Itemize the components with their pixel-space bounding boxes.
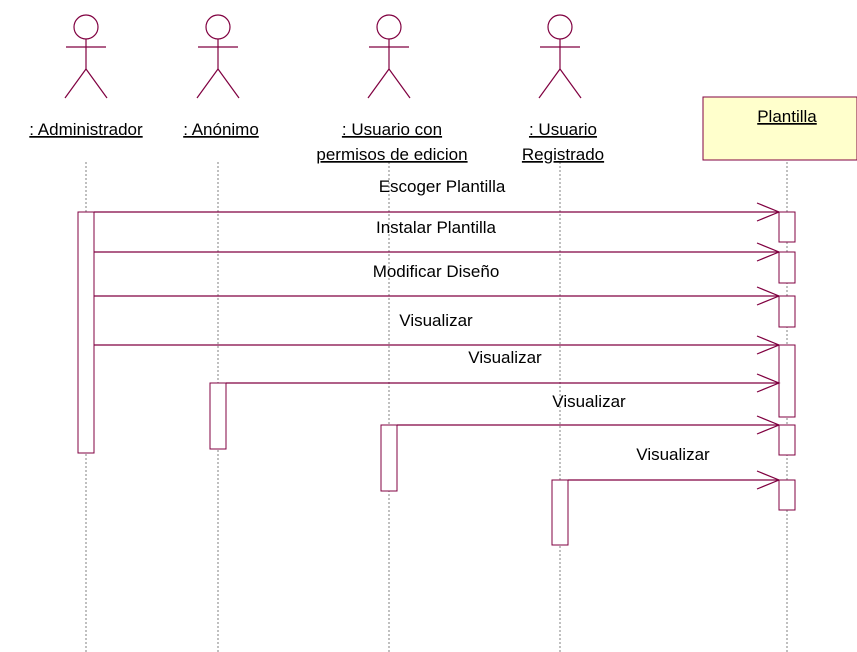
message-arrow: Visualizar (94, 311, 781, 355)
actor-admin: : Administrador (29, 14, 143, 139)
activation-bar (77, 211, 95, 454)
activation-bar (551, 479, 569, 546)
arrowhead-icon (756, 415, 781, 435)
message-arrow: Visualizar (568, 445, 781, 490)
actor-registered: : Usuario Registrado (522, 14, 604, 164)
activation-bar (380, 424, 398, 492)
actor-anon: : Anónimo (183, 14, 259, 139)
actor-label: : Usuario con (342, 120, 442, 139)
message-label: Visualizar (468, 348, 542, 367)
message-label: Visualizar (636, 445, 710, 464)
activation-bar (778, 251, 796, 284)
actors: : Administrador : Anónimo : Usuario con pe… (29, 14, 604, 164)
actor-label: permisos de edicion (316, 145, 467, 164)
actor-figure-icon (64, 14, 108, 99)
activation-bar (778, 295, 796, 328)
activation-bars (77, 211, 796, 546)
activation-bar (778, 424, 796, 456)
actor-label: Registrado (522, 145, 604, 164)
message-label: Escoger Plantilla (379, 177, 506, 196)
message-arrow: Escoger Plantilla (94, 177, 781, 222)
arrowhead-icon (756, 373, 781, 393)
actor-label: : Administrador (29, 120, 143, 139)
message-label: Visualizar (399, 311, 473, 330)
message-arrow: Instalar Plantilla (94, 218, 781, 262)
arrowhead-icon (756, 286, 781, 306)
actor-figure-icon (538, 14, 582, 99)
activation-bar (209, 382, 227, 450)
message-label: Modificar Diseño (373, 262, 500, 281)
arrowhead-icon (756, 470, 781, 490)
arrowhead-icon (756, 242, 781, 262)
actor-label: : Anónimo (183, 120, 259, 139)
object-box-plantilla (702, 96, 857, 161)
arrowhead-icon (756, 202, 781, 222)
actor-label: : Usuario (529, 120, 597, 139)
message-label: Visualizar (552, 392, 626, 411)
message-arrow: Modificar Diseño (94, 262, 781, 306)
activation-bar (778, 344, 796, 418)
actor-figure-icon (196, 14, 240, 99)
actor-editor: : Usuario con permisos de edicion (316, 14, 468, 164)
activation-bar (778, 479, 796, 511)
actor-figure-icon (367, 14, 411, 99)
message-arrow: Visualizar (226, 348, 781, 393)
object-label: Plantilla (757, 107, 817, 126)
message-arrow: Visualizar (397, 392, 781, 435)
arrowhead-icon (756, 335, 781, 355)
message-label: Instalar Plantilla (376, 218, 497, 237)
object-box-group: Plantilla (702, 96, 857, 161)
activation-bar (778, 211, 796, 243)
